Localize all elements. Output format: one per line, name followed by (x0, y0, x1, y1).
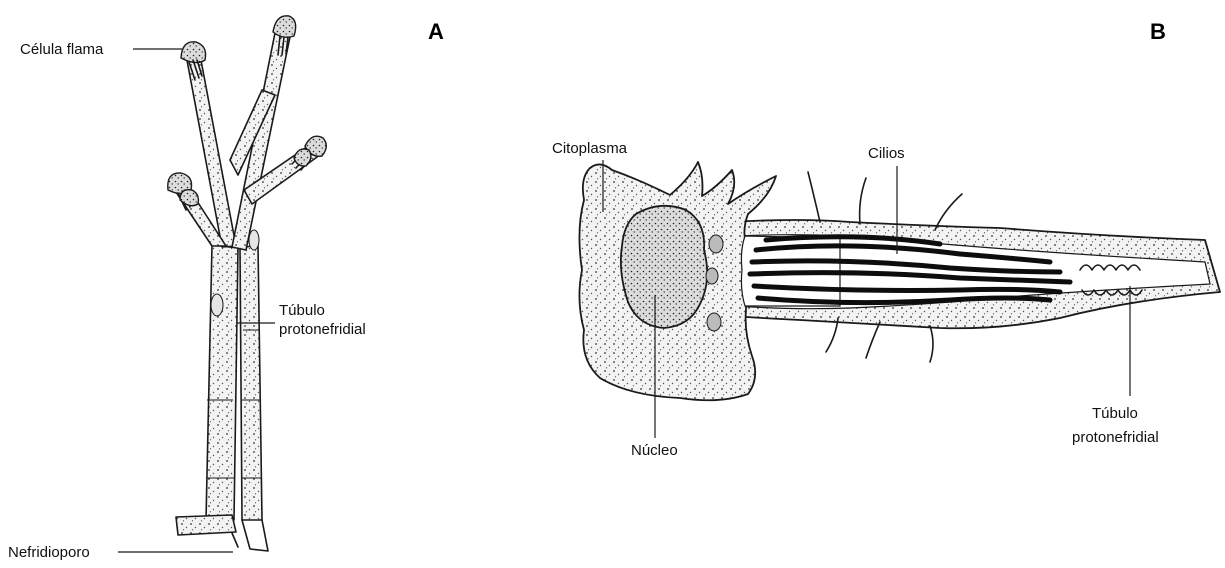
label-tubule-a-line1: Túbulo (279, 302, 325, 319)
panel-b: B (552, 19, 1220, 459)
main-trunk-right (240, 245, 262, 520)
label-cilia: Cilios (868, 145, 905, 162)
nephridiopore-opening (232, 520, 268, 551)
label-flame-cell: Célula flama (20, 41, 104, 58)
basal-duct (176, 515, 236, 535)
panel-b-letter: B (1150, 19, 1166, 44)
trunk-nucleus-1 (211, 294, 223, 316)
flame-cell-lower-right-2 (294, 149, 311, 166)
label-cytoplasm: Citoplasma (552, 140, 628, 157)
panel-a: A (8, 16, 444, 561)
flame-cell-upper-right (273, 16, 296, 38)
trunk-nucleus-2 (249, 230, 259, 250)
label-tubule-b-line1: Túbulo (1092, 405, 1138, 422)
protonephridial-tree-drawing (168, 16, 327, 551)
label-tubule-b-line2: protonefridial (1072, 429, 1159, 446)
panel-a-letter: A (428, 19, 444, 44)
label-tubule-a-line2: protonefridial (279, 321, 366, 338)
main-trunk (206, 245, 238, 520)
label-nephridiopore: Nefridioporo (8, 544, 90, 561)
flame-cell-drawing (579, 162, 1220, 400)
cell-nucleus (621, 206, 707, 328)
label-nucleus: Núcleo (631, 442, 678, 459)
